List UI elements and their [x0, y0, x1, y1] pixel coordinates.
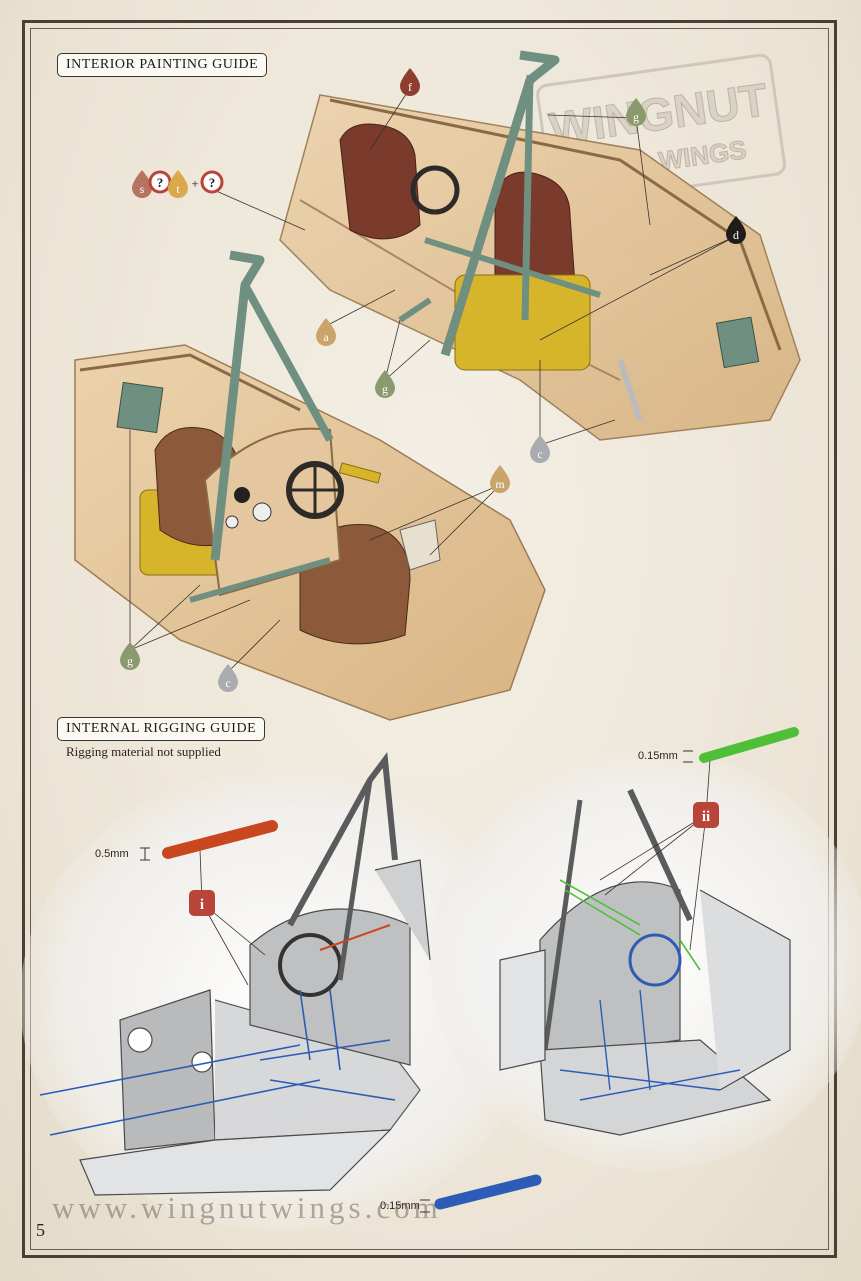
material-rod-orange	[140, 820, 278, 861]
svg-text:a: a	[323, 330, 329, 344]
svg-text:f: f	[408, 80, 412, 94]
website-url: www.wingnutwings.com	[52, 1190, 442, 1225]
svg-text:?: ?	[209, 175, 216, 190]
callout-g-mid: g	[375, 370, 395, 398]
svg-text:m: m	[495, 477, 505, 491]
rigging-front-view	[79, 752, 431, 1196]
rod-label-green: 0.15mm	[638, 750, 678, 762]
inner-border	[30, 28, 829, 1250]
svg-text:g: g	[382, 382, 388, 396]
svg-text:+: +	[191, 176, 198, 191]
callout-d: d	[726, 216, 746, 244]
painting-leader-lines	[129, 87, 737, 673]
rigging-lines-right-green	[559, 879, 701, 971]
svg-text:g: g	[127, 654, 133, 668]
svg-text:c: c	[225, 676, 230, 690]
svg-text:?: ?	[157, 175, 164, 190]
outer-border	[22, 20, 837, 1258]
svg-text:g: g	[633, 110, 639, 124]
logo-text-2: WINGS	[657, 134, 748, 176]
svg-text:s: s	[140, 182, 145, 196]
page-number: 5	[36, 1220, 45, 1240]
cockpit-rear-view	[279, 50, 801, 441]
rigging-rear-view	[499, 788, 791, 1136]
svg-text:d: d	[733, 228, 739, 242]
rigging-callout-ii: ii	[693, 802, 719, 828]
callout-f: f	[400, 68, 420, 96]
rigging-lines-left-blue	[39, 989, 396, 1136]
callout-g-bottom: g	[120, 642, 140, 670]
callout-c-top: c	[530, 435, 550, 463]
rigging-line-left-orange	[319, 924, 391, 951]
svg-text:c: c	[537, 447, 542, 461]
svg-text:t: t	[176, 182, 180, 196]
rigging-callout-i: i	[189, 890, 215, 916]
svg-text:i: i	[200, 897, 204, 913]
painting-guide-title: INTERIOR PAINTING GUIDE	[57, 53, 268, 77]
callout-mix: s ? t + ?	[132, 170, 224, 198]
callout-m: m	[490, 465, 510, 493]
callout-g-top: g	[626, 98, 646, 127]
rigging-note: Rigging material not supplied	[66, 744, 221, 759]
cockpit-front-view	[74, 250, 546, 721]
svg-text:ii: ii	[702, 809, 710, 825]
material-rod-blue	[420, 1174, 542, 1213]
rigging-guide-title: INTERNAL RIGGING GUIDE	[57, 717, 266, 741]
callout-a: a	[316, 318, 336, 346]
callout-c-bottom: c	[218, 664, 238, 692]
rod-label-blue: 0.15mm	[380, 1200, 420, 1212]
rod-label-orange: 0.5mm	[95, 848, 129, 860]
material-rod-green	[683, 727, 799, 763]
rigging-lines-right-blue	[559, 989, 741, 1101]
